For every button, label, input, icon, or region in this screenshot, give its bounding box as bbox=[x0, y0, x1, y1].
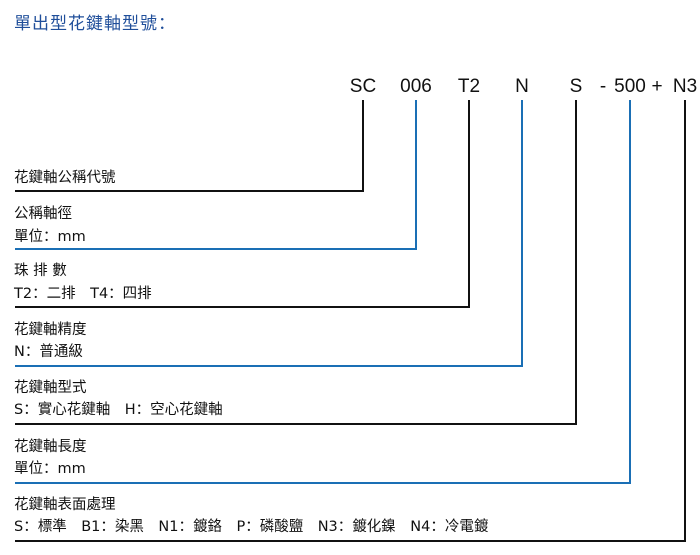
connector-horizontal-1 bbox=[15, 190, 364, 192]
code-length: 500 bbox=[614, 76, 646, 97]
code-diameter: 006 bbox=[400, 76, 432, 97]
connector-horizontal-5 bbox=[15, 423, 577, 425]
section-label-diameter: 公稱軸徑 bbox=[14, 206, 72, 222]
section-label-code: 花鍵軸公稱代號 bbox=[14, 170, 116, 186]
connector-vertical-5 bbox=[575, 100, 577, 425]
section-label-surface: 花鍵軸表面處理 bbox=[14, 497, 116, 513]
section-detail-diameter: 單位：mm bbox=[14, 229, 86, 245]
connector-horizontal-6 bbox=[15, 482, 631, 484]
connector-horizontal-4 bbox=[15, 365, 523, 367]
section-detail-length: 單位：mm bbox=[14, 461, 86, 477]
connector-vertical-3 bbox=[468, 100, 470, 308]
code-plus: + bbox=[651, 76, 663, 97]
section-detail-type: S：實心花鍵軸 H：空心花鍵軸 bbox=[14, 402, 223, 418]
page-title: 單出型花鍵軸型號： bbox=[14, 14, 176, 34]
section-detail-surface: S：標準 B1：染黑 N1：鍍鉻 P：磷酸鹽 N3：鍍化鎳 N4：冷電鍍 bbox=[14, 519, 489, 535]
connector-horizontal-2 bbox=[15, 248, 417, 250]
section-label-rows: 珠 排 數 bbox=[14, 263, 67, 279]
code-sc: SC bbox=[349, 76, 377, 97]
section-label-length: 花鍵軸長度 bbox=[14, 439, 87, 455]
code-precision: N bbox=[515, 76, 529, 97]
code-surface: N3 bbox=[672, 76, 698, 97]
connector-vertical-2 bbox=[415, 100, 417, 250]
code-dash: - bbox=[599, 76, 607, 97]
section-label-type: 花鍵軸型式 bbox=[14, 380, 87, 396]
connector-vertical-1 bbox=[362, 100, 364, 192]
code-type: S bbox=[569, 76, 583, 97]
connector-horizontal-3 bbox=[15, 306, 470, 308]
code-rows: T2 bbox=[457, 76, 481, 97]
connector-vertical-7 bbox=[684, 100, 686, 542]
connector-vertical-6 bbox=[629, 100, 631, 484]
section-label-precision: 花鍵軸精度 bbox=[14, 322, 87, 338]
connector-horizontal-7 bbox=[15, 540, 686, 542]
section-detail-rows: T2：二排 T4：四排 bbox=[14, 286, 152, 302]
connector-vertical-4 bbox=[521, 100, 523, 367]
section-detail-precision: N：普通級 bbox=[14, 344, 83, 360]
